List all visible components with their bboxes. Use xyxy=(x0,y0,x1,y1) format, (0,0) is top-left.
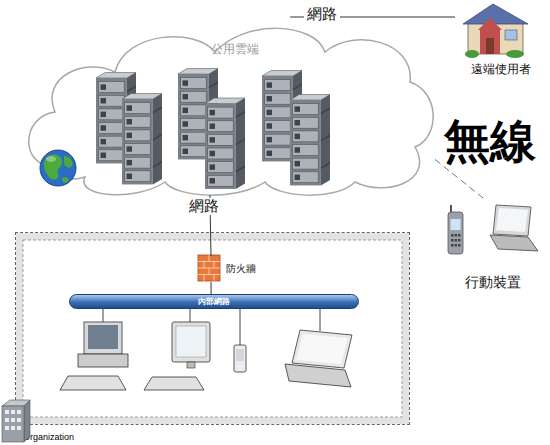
cloud-shape: 公用雲端 xyxy=(15,17,435,195)
phone-icon xyxy=(448,205,463,254)
edge-label: 網路 xyxy=(304,6,340,23)
mobile-devices-node: 行動裝置 xyxy=(440,200,546,295)
edge-label: 無線 xyxy=(444,116,536,167)
firewall-node: 防火牆 xyxy=(197,256,267,282)
node-label: 公用雲端 xyxy=(185,43,285,57)
edge-label: 網路 xyxy=(186,198,222,215)
laptop-icon xyxy=(490,205,538,251)
node-label: Organization xyxy=(23,432,143,442)
remote-user-node: 遠端使用者 xyxy=(455,0,547,80)
organization-box: Organization防火牆內部網路 xyxy=(15,232,410,425)
node-label: 內部網路 xyxy=(70,295,358,308)
node-label: 防火牆 xyxy=(226,263,267,275)
house-icon xyxy=(463,4,528,58)
node-label: 遠端使用者 xyxy=(455,63,547,77)
node-label: 行動裝置 xyxy=(440,274,546,290)
lan-bus-bar: 內部網路 xyxy=(69,294,359,309)
